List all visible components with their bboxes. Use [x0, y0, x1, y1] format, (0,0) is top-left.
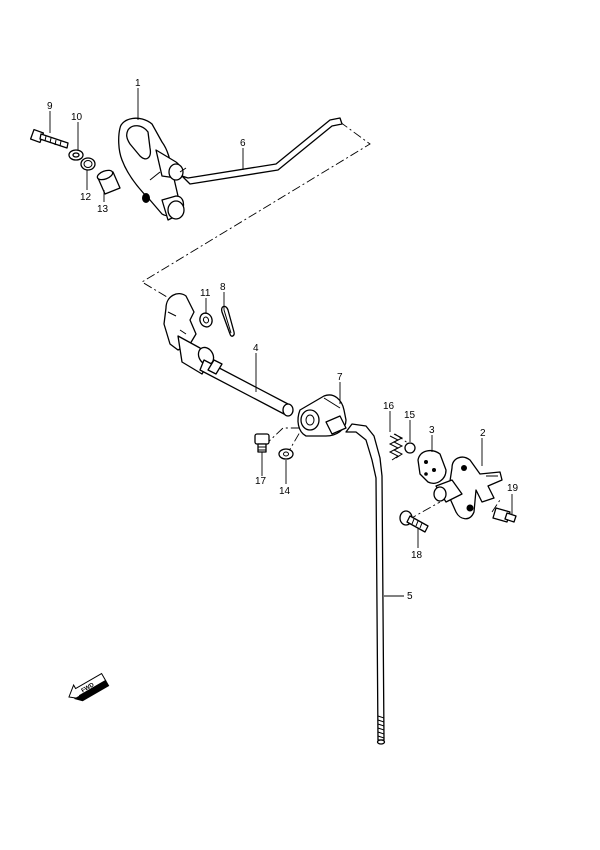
guide-line-bolt-17 — [263, 427, 305, 447]
part-18-bolt — [399, 510, 429, 533]
part-13-bushing — [96, 169, 121, 195]
label-part-19: 19 — [507, 483, 519, 494]
label-part-2: 2 — [480, 428, 486, 439]
part-14-washer — [278, 448, 294, 460]
part-9-bolt — [29, 128, 69, 149]
part-5-rod — [345, 423, 386, 745]
part-3-plate — [417, 449, 447, 484]
leader-lines — [49, 88, 513, 597]
label-part-9: 9 — [47, 101, 53, 112]
guide-line-bolt-18 — [407, 501, 441, 521]
part-11-washer — [199, 312, 213, 328]
label-part-17: 17 — [255, 476, 267, 487]
guide-line-bolt-19 — [491, 499, 501, 513]
label-part-13: 13 — [97, 204, 109, 215]
label-part-10: 10 — [71, 112, 83, 123]
callout-labels: 1 2 3 4 5 6 7 8 9 10 11 12 13 14 15 16 1… — [47, 78, 519, 602]
label-part-3: 3 — [429, 425, 435, 436]
part-8-cotter-pin — [220, 305, 235, 337]
fwd-arrow-icon: FWD — [68, 672, 110, 702]
part-2-bracket — [433, 456, 503, 520]
label-part-14: 14 — [279, 486, 291, 497]
label-part-18: 18 — [411, 550, 423, 561]
label-part-16: 16 — [383, 401, 395, 412]
part-7-joint — [297, 394, 347, 437]
label-part-4: 4 — [253, 343, 259, 354]
part-12-collar — [80, 157, 96, 171]
part-6-rod — [179, 117, 343, 185]
label-part-1: 1 — [135, 78, 141, 89]
label-part-6: 6 — [240, 138, 246, 149]
part-4-shaft — [163, 293, 294, 417]
part-16-spring — [388, 433, 404, 461]
label-part-15: 15 — [404, 410, 416, 421]
label-part-8: 8 — [220, 282, 226, 293]
label-part-7: 7 — [337, 372, 343, 383]
label-part-5: 5 — [407, 591, 413, 602]
part-10-washer — [68, 149, 84, 161]
part-17-bolt — [254, 433, 270, 453]
label-part-12: 12 — [80, 192, 92, 203]
part-15-ball — [404, 442, 416, 454]
guide-line-lever-to-shaft — [141, 121, 371, 301]
part-19-bolt — [492, 507, 517, 523]
part-1-lever — [118, 117, 185, 221]
label-part-11: 11 — [200, 288, 211, 299]
